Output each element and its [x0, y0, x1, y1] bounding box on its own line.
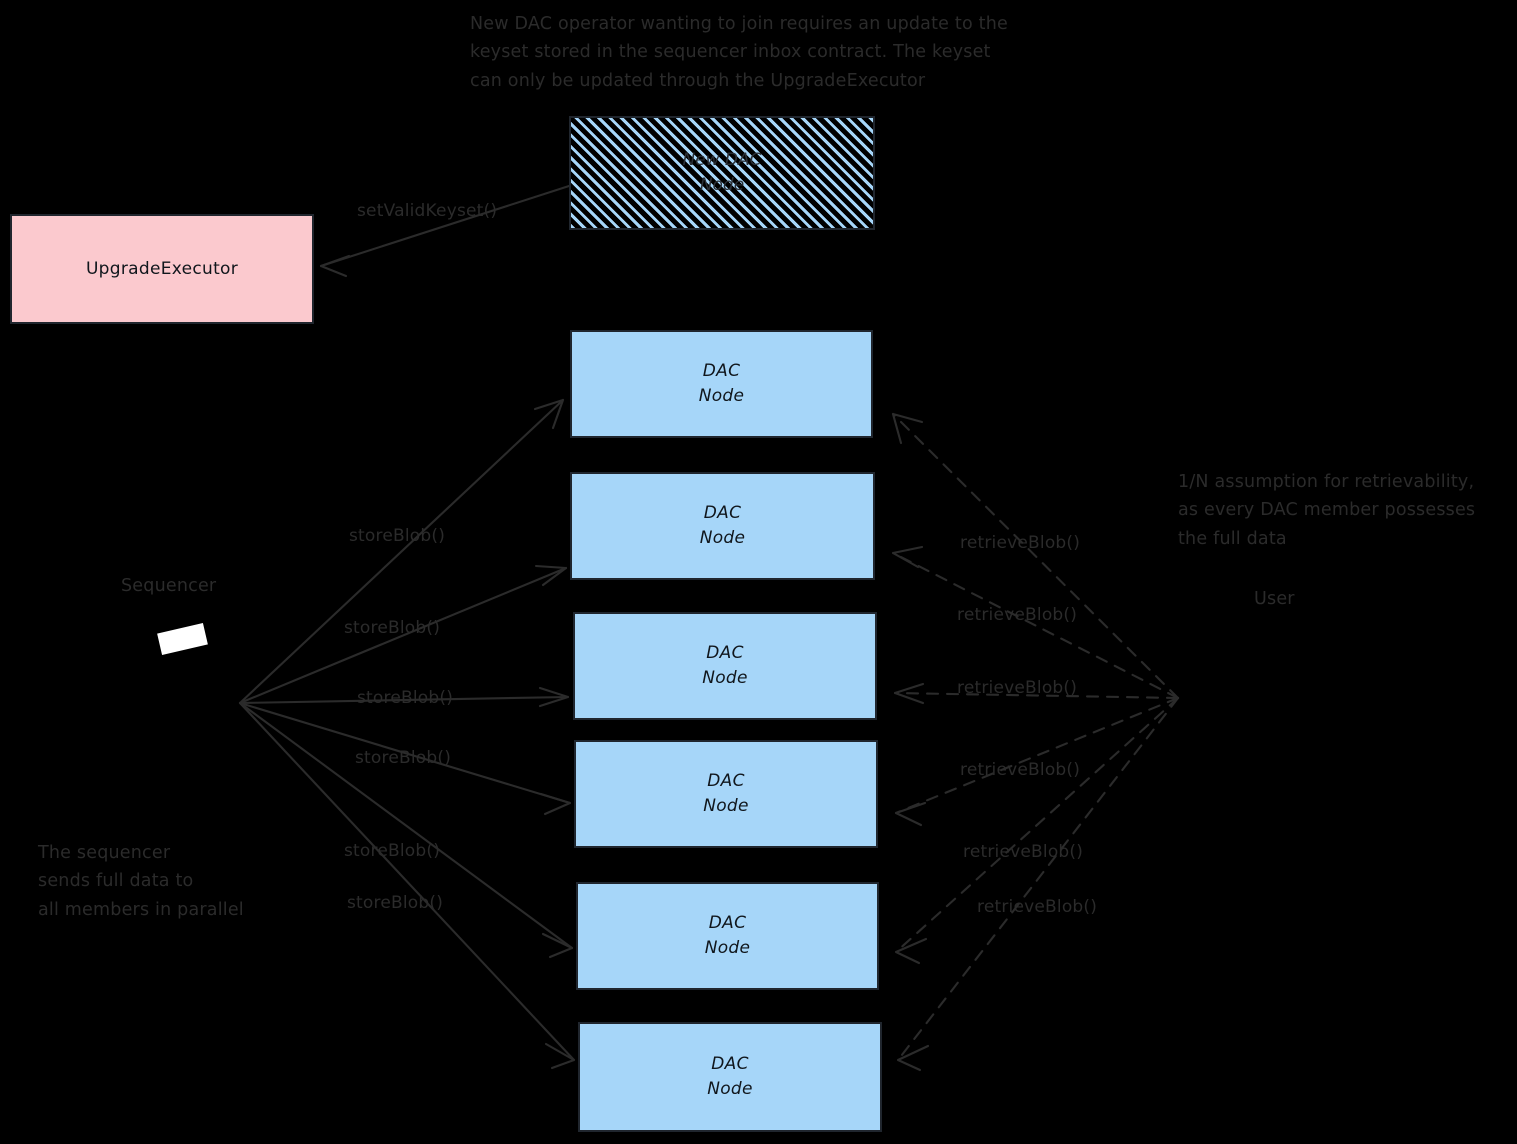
edge-retrieve-blob-6 — [896, 696, 1180, 1072]
sequencer-label: Sequencer — [121, 576, 217, 596]
edge-label-set-valid-keyset: setValidKeyset() — [357, 201, 498, 221]
edge-retrieve-blob-2 — [891, 545, 1180, 700]
edge-label-store-blob-4: storeBlob() — [355, 748, 452, 768]
edge-label-store-blob-3: storeBlob() — [357, 688, 454, 708]
dac-node-5-line2: Node — [704, 938, 751, 958]
edge-label-retrieve-blob-5: retrieveBlob() — [963, 842, 1084, 862]
user-label: User — [1254, 589, 1295, 609]
edge-label-retrieve-blob-6: retrieveBlob() — [977, 897, 1098, 917]
dac-node-1-line2: Node — [698, 386, 745, 406]
edge-store-blob-6 — [238, 701, 576, 1070]
dac-node-box-5[interactable]: DAC Node — [576, 882, 879, 990]
dac-node-box-3[interactable]: DAC Node — [573, 612, 877, 720]
edge-label-store-blob-1: storeBlob() — [349, 526, 446, 546]
edge-retrieve-blob-3 — [893, 682, 1180, 705]
dac-node-box-1[interactable]: DAC Node — [570, 330, 873, 438]
new-dac-node-line1: New DAC — [682, 150, 762, 171]
new-dac-node-box[interactable]: New DAC Node — [569, 116, 875, 230]
edge-set-valid-keyset — [319, 184, 571, 278]
edge-label-store-blob-6: storeBlob() — [347, 893, 444, 913]
dac-node-6-line2: Node — [707, 1079, 753, 1099]
edge-store-blob-2 — [238, 564, 568, 705]
edge-retrieve-blob-5 — [894, 696, 1180, 965]
dac-node-3-line2: Node — [702, 668, 748, 688]
edge-label-retrieve-blob-3: retrieveBlob() — [957, 678, 1078, 698]
upgrade-executor-label: UpgradeExecutor — [85, 259, 239, 279]
edge-store-blob-1 — [238, 398, 565, 705]
dac-node-2-line2: Node — [699, 528, 746, 548]
dac-node-box-2[interactable]: DAC Node — [570, 472, 875, 580]
edge-store-blob-4 — [238, 701, 572, 816]
edge-label-store-blob-2: storeBlob() — [344, 618, 441, 638]
note-right: 1/N assumption for retrievability, as ev… — [1178, 472, 1476, 549]
edge-store-blob-5 — [238, 701, 574, 959]
dac-node-box-4[interactable]: DAC Node — [574, 740, 878, 848]
dac-node-4-line2: Node — [703, 796, 749, 816]
dac-node-4-line1: DAC — [707, 771, 745, 792]
dac-node-2-line1: DAC — [703, 503, 742, 524]
dac-node-6-line1: DAC — [711, 1054, 749, 1075]
dac-node-1-line1: DAC — [702, 361, 741, 382]
edge-label-store-blob-5: storeBlob() — [344, 841, 441, 861]
edge-retrieve-blob-1 — [891, 412, 1180, 700]
edge-store-blob-3 — [238, 686, 570, 708]
note-bottom-left: The sequencer sends full data to all mem… — [38, 843, 244, 920]
edge-retrieve-blob-4 — [894, 696, 1180, 827]
edge-label-retrieve-blob-4: retrieveBlob() — [960, 760, 1081, 780]
dac-node-box-6[interactable]: DAC Node — [578, 1022, 882, 1132]
dac-node-5-line1: DAC — [708, 913, 747, 934]
new-dac-node-line2: Node — [699, 175, 745, 195]
note-top: New DAC operator wanting to join require… — [470, 14, 1008, 91]
edge-label-retrieve-blob-1: retrieveBlob() — [960, 533, 1081, 553]
edge-label-retrieve-blob-2: retrieveBlob() — [957, 605, 1078, 625]
dac-node-3-line1: DAC — [706, 643, 744, 664]
upgrade-executor-box[interactable]: UpgradeExecutor — [10, 214, 314, 324]
